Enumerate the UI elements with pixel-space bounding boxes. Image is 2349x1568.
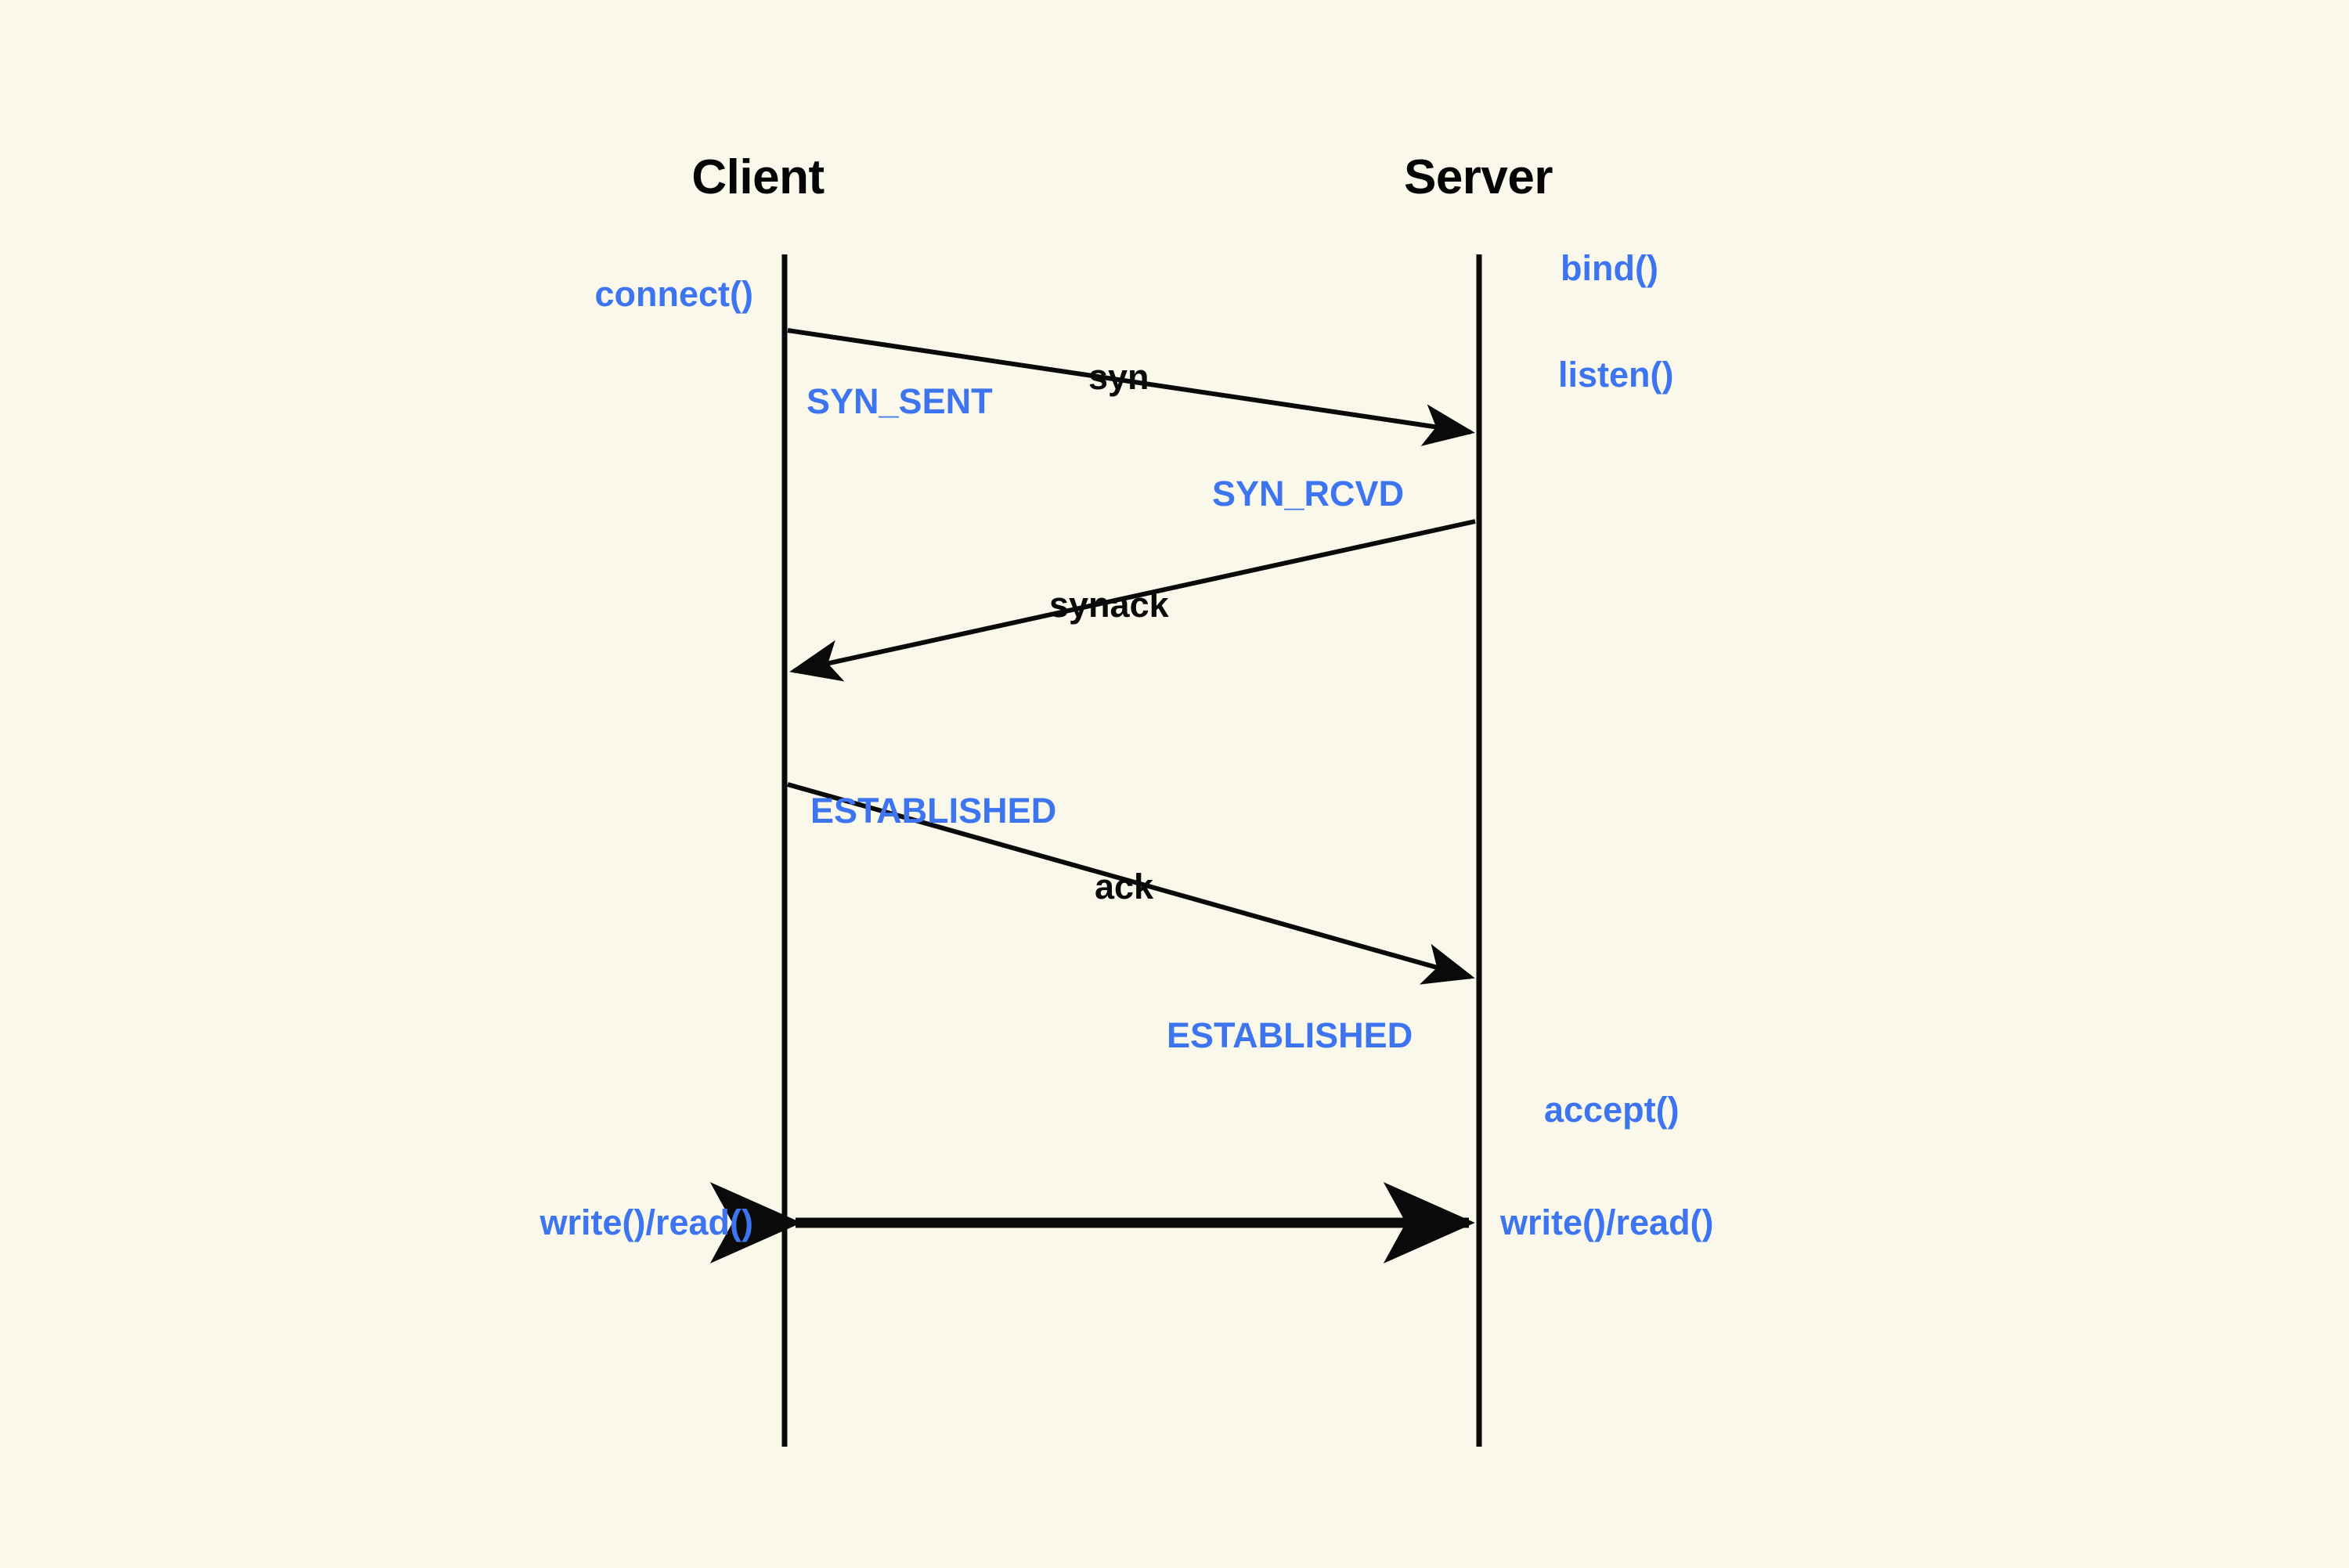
state-server-syn-rcvd: SYN_RCVD bbox=[1212, 474, 1405, 514]
server-call-bind: bind() bbox=[1561, 248, 1658, 288]
server-call-accept: accept() bbox=[1544, 1090, 1680, 1130]
arrow-synack bbox=[789, 519, 1476, 682]
state-server-established: ESTABLISHED bbox=[1167, 1015, 1413, 1055]
actor-title-client: Client bbox=[691, 150, 824, 204]
server-call-write-read: write()/read() bbox=[1500, 1202, 1714, 1242]
server-call-listen: listen() bbox=[1558, 355, 1674, 395]
state-client-syn-sent: SYN_SENT bbox=[806, 381, 993, 421]
state-client-established: ESTABLISHED bbox=[810, 791, 1057, 831]
client-call-write-read: write()/read() bbox=[539, 1202, 753, 1242]
actor-title-server: Server bbox=[1403, 150, 1553, 204]
arrow-ack bbox=[787, 782, 1475, 985]
message-label-syn: syn bbox=[1088, 357, 1149, 397]
message-label-ack: ack bbox=[1095, 867, 1154, 907]
message-label-synack: synack bbox=[1049, 585, 1169, 625]
client-call-connect: connect() bbox=[594, 274, 754, 314]
arrow-syn bbox=[787, 328, 1475, 446]
